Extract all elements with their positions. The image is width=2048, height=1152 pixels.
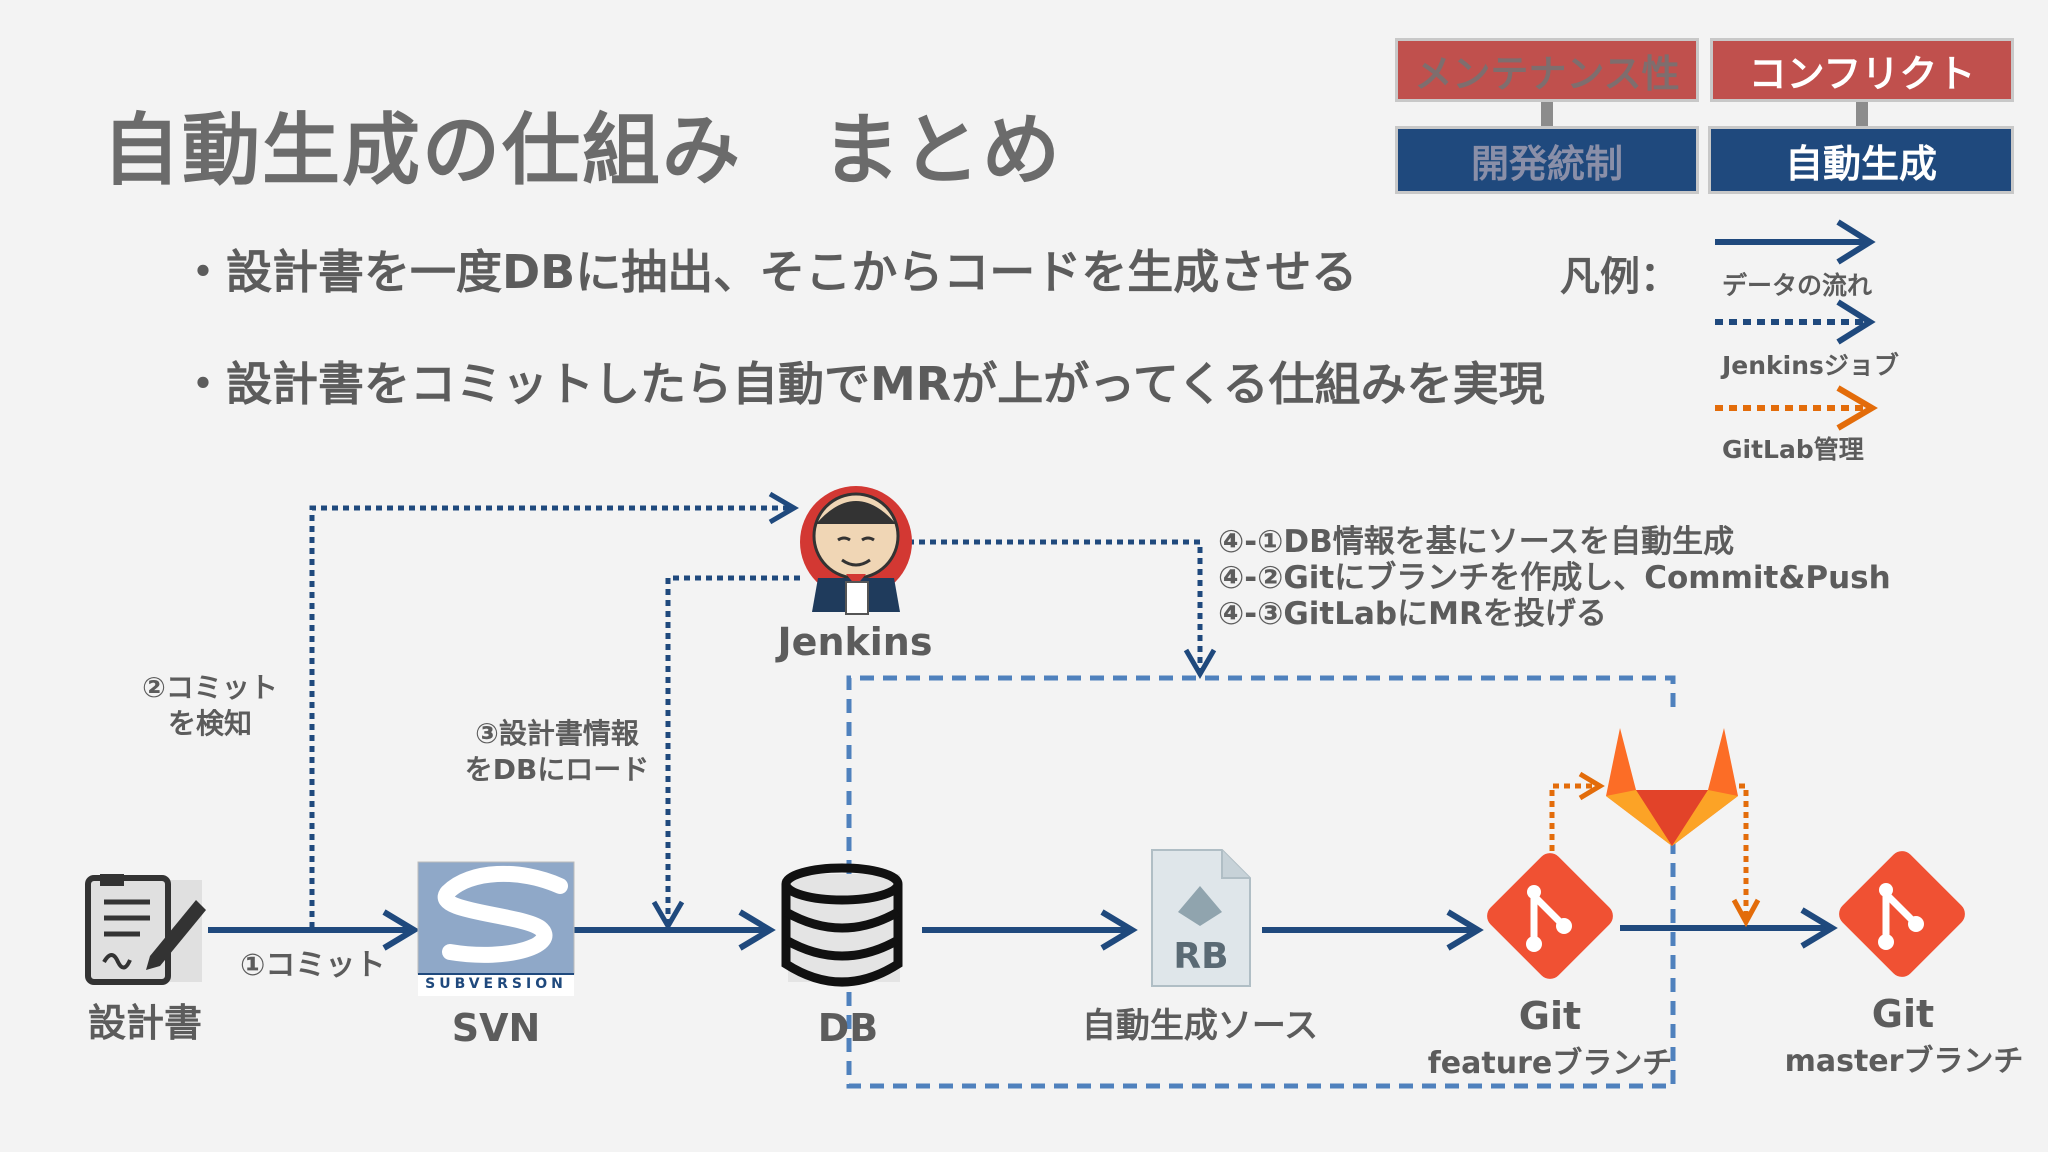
git-master-logo-icon xyxy=(1839,851,1965,977)
jenkins-logo-icon xyxy=(800,486,912,615)
flow-feature-to-master xyxy=(1620,907,1838,949)
detect-edge-label-line1: ②コミット xyxy=(142,671,278,704)
detect-edge-label-line2: を検知 xyxy=(167,707,252,740)
commit-edge-label: ①コミット xyxy=(240,948,386,983)
jenkins-label: Jenkins xyxy=(777,620,933,664)
bullet-2: ・設計書をコミットしたら自動でMRが上がってくる仕組みを実現 xyxy=(180,357,1545,411)
rb-file-icon xyxy=(1151,849,1251,987)
git-feature-logo-icon xyxy=(1487,853,1613,979)
flow-svn-to-db xyxy=(572,909,776,951)
db-label: DB xyxy=(817,1006,879,1050)
legend-jenkins-job-label: Jenkinsジョブ xyxy=(1722,351,1899,380)
gitlab-logo-icon xyxy=(1606,728,1738,846)
legend-title: 凡例： xyxy=(1560,254,1680,300)
git-feature-title: Git xyxy=(1518,994,1582,1038)
legend-solid-arrow xyxy=(1715,219,1876,265)
load-edge-label-line2: をDBにロード xyxy=(464,753,650,786)
dev-control-box: 開発統制 xyxy=(1395,126,1699,194)
design-doc-label: 設計書 xyxy=(87,1001,202,1045)
db-icon xyxy=(781,863,903,987)
flow-source-to-git-feature xyxy=(1262,909,1484,951)
legend-data-flow-label: データの流れ xyxy=(1722,271,1873,300)
load-edge-label-line1: ③設計書情報 xyxy=(475,717,639,750)
step-4-1: ④-①DB情報を基にソースを自動生成 xyxy=(1218,524,1735,560)
gitlab-managed-area xyxy=(846,675,1676,1089)
jenkins-detect-commit-arrow xyxy=(309,491,799,928)
legend-dotted-orange-arrow xyxy=(1715,385,1878,431)
auto-gen-box: 自動生成 xyxy=(1708,126,2014,194)
bullet-1: ・設計書を一度DBに抽出、そこからコードを生成させる xyxy=(180,245,1358,299)
page-title: 自動生成の仕組み まとめ xyxy=(102,106,1063,196)
gitlab-to-master-arrow xyxy=(1728,783,1761,928)
git-feature-sub: featureブランチ xyxy=(1427,1046,1673,1081)
gitlab-from-feature-arrow xyxy=(1549,771,1605,862)
svn-label: SVN xyxy=(451,1006,541,1050)
design-doc-icon xyxy=(85,874,206,985)
jenkins-generate-arrow xyxy=(908,539,1217,679)
maintainability-box: メンテナンス性 xyxy=(1395,38,1699,102)
legend-gitlab-label: GitLab管理 xyxy=(1722,435,1864,464)
box-connector-right xyxy=(1856,102,1868,126)
legend-dotted-navy-arrow xyxy=(1715,299,1876,345)
jenkins-steps: ④-①DB情報を基にソースを自動生成 ④-②Gitにブランチを作成し、Commi… xyxy=(1218,524,1891,632)
jenkins-load-db-arrow xyxy=(651,575,800,931)
svn-logo-icon xyxy=(417,861,575,996)
source-label: 自動生成ソース xyxy=(1081,1006,1319,1046)
step-4-2: ④-②Gitにブランチを作成し、Commit&Push xyxy=(1218,560,1891,596)
conflict-box: コンフリクト xyxy=(1710,38,2014,102)
rb-badge: RB xyxy=(1173,936,1229,977)
box-connector-left xyxy=(1541,102,1553,126)
git-master-title: Git xyxy=(1871,992,1935,1036)
svn-logo-text: SUBVERSION xyxy=(425,976,567,992)
step-4-3: ④-③GitLabにMRを投げる xyxy=(1218,596,1607,632)
flow-doc-to-svn xyxy=(208,909,420,951)
flow-db-to-source xyxy=(922,909,1138,951)
git-master-sub: masterブランチ xyxy=(1784,1044,2024,1079)
